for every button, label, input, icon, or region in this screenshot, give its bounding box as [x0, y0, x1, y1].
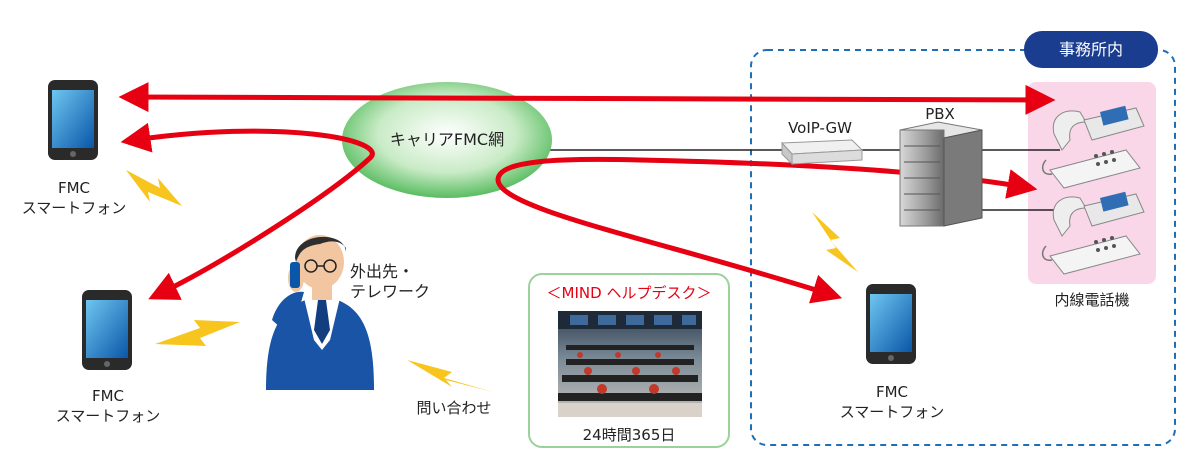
bottom-left-phone-label-line1: FMC [91, 387, 125, 405]
lightning-icon [407, 360, 493, 392]
remote-worker-label-line2: テレワーク [350, 282, 431, 301]
bottom-left-phone-label: FMC スマートフォン [52, 386, 164, 426]
smartphone-icon [866, 284, 916, 364]
desk-phone-icon [1041, 191, 1145, 275]
arrow-forward-to-left-phones [120, 122, 375, 300]
extension-phones-label: 内線電話機 [1054, 291, 1130, 309]
pbx-icon [899, 121, 983, 227]
pbx-label: PBX [925, 105, 955, 123]
voip-gateway-icon [780, 139, 864, 166]
lightning-icons [126, 170, 858, 392]
office-phone-label-line2: スマートフォン [839, 403, 945, 421]
arrow-forward-to-office [495, 156, 1038, 304]
helpdesk-title: ＜MIND ヘルプデスク＞ [546, 284, 712, 302]
smartphone-icon [82, 290, 132, 370]
remote-worker-label-line1: 外出先・ [350, 262, 415, 281]
office-area [750, 49, 1176, 446]
helpdesk-caption: 24時間365日 [582, 426, 676, 444]
desk-phone-icon [1041, 105, 1145, 189]
top-left-phone-label-line2: スマートフォン [21, 199, 127, 217]
helpdesk-box: ＜MIND ヘルプデスク＞ 24時間365日 [528, 273, 730, 448]
top-left-phone-label-line1: FMC [57, 179, 91, 197]
remote-worker-label: 外出先・ テレワーク [350, 262, 460, 302]
top-left-phone-label: FMC スマートフォン [20, 178, 128, 218]
helpdesk-photo [558, 311, 702, 417]
bottom-left-phone-label-line2: スマートフォン [55, 407, 161, 425]
call-arrows [118, 82, 1056, 304]
lightning-icon [155, 320, 240, 346]
lightning-icon [126, 170, 182, 206]
voip-gw-label: VoIP-GW [788, 119, 852, 137]
businessman-icon [266, 235, 374, 390]
inquiry-label: 問い合わせ [416, 399, 492, 417]
arrow-direct-line [118, 82, 1056, 115]
office-badge: 事務所内 [1024, 31, 1158, 68]
office-phone-label: FMC スマートフォン [836, 382, 948, 422]
lightning-icon [812, 212, 858, 272]
smartphone-icon [48, 80, 98, 160]
carrier-label: キャリアFMC網 [389, 130, 505, 149]
office-phone-label-line1: FMC [875, 383, 909, 401]
